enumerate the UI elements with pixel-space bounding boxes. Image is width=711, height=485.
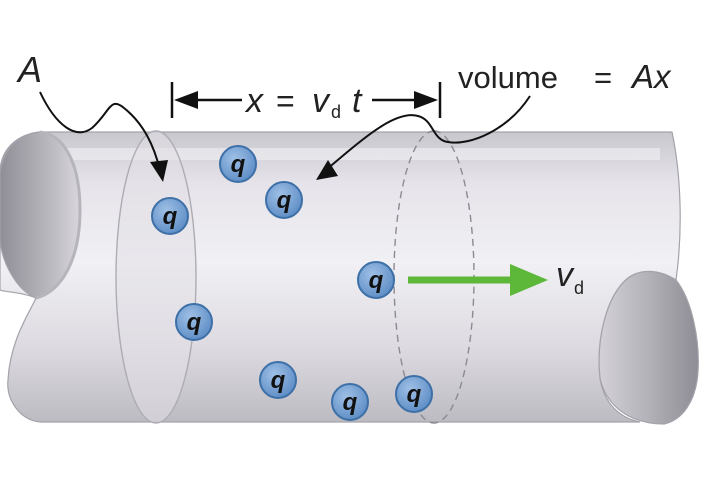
right-arrow-icon — [510, 264, 548, 296]
charge-label: q — [231, 151, 246, 178]
charge-q5: q — [175, 303, 213, 341]
tube-left-rim — [35, 130, 82, 300]
label-x: x — [244, 82, 264, 120]
double-headed-arrow-icon — [174, 91, 198, 109]
charge-q7: q — [331, 383, 369, 421]
charge-q1: q — [219, 145, 257, 183]
label-ax: Ax — [630, 58, 672, 95]
label-t: t — [352, 82, 363, 120]
wire-tube — [0, 131, 681, 423]
charge-q2: q — [265, 181, 303, 219]
charge-q8: q — [395, 375, 433, 413]
tube-highlight — [60, 148, 660, 160]
label-area: A — [16, 49, 42, 90]
leader-volume-arrowhead — [316, 160, 338, 180]
charge-label: q — [343, 389, 358, 416]
charge-label: q — [163, 203, 178, 230]
label-volume-equals: = — [594, 60, 612, 95]
label-equals: = — [276, 83, 295, 119]
charge-q3: q — [151, 197, 189, 235]
leader-volume — [325, 95, 531, 171]
charge-label: q — [407, 381, 422, 408]
charge-label: q — [187, 309, 202, 336]
label-v: v — [312, 82, 331, 120]
charge-q6: q — [259, 361, 297, 399]
tube-right-opening — [598, 270, 699, 425]
dimension-arrowhead-right — [414, 91, 438, 109]
charge-q4: q — [357, 261, 395, 299]
leader-area-arrowhead — [150, 160, 168, 182]
charge-label: q — [369, 267, 384, 294]
charge-label: q — [277, 187, 292, 214]
label-velocity-d-subscript: d — [574, 278, 584, 298]
label-volume: volume — [458, 60, 558, 95]
charge-label: q — [271, 367, 286, 394]
cross-section-a — [115, 130, 197, 424]
label-d-subscript: d — [331, 102, 341, 122]
leader-area — [39, 91, 161, 171]
label-velocity-v: v — [556, 256, 575, 294]
